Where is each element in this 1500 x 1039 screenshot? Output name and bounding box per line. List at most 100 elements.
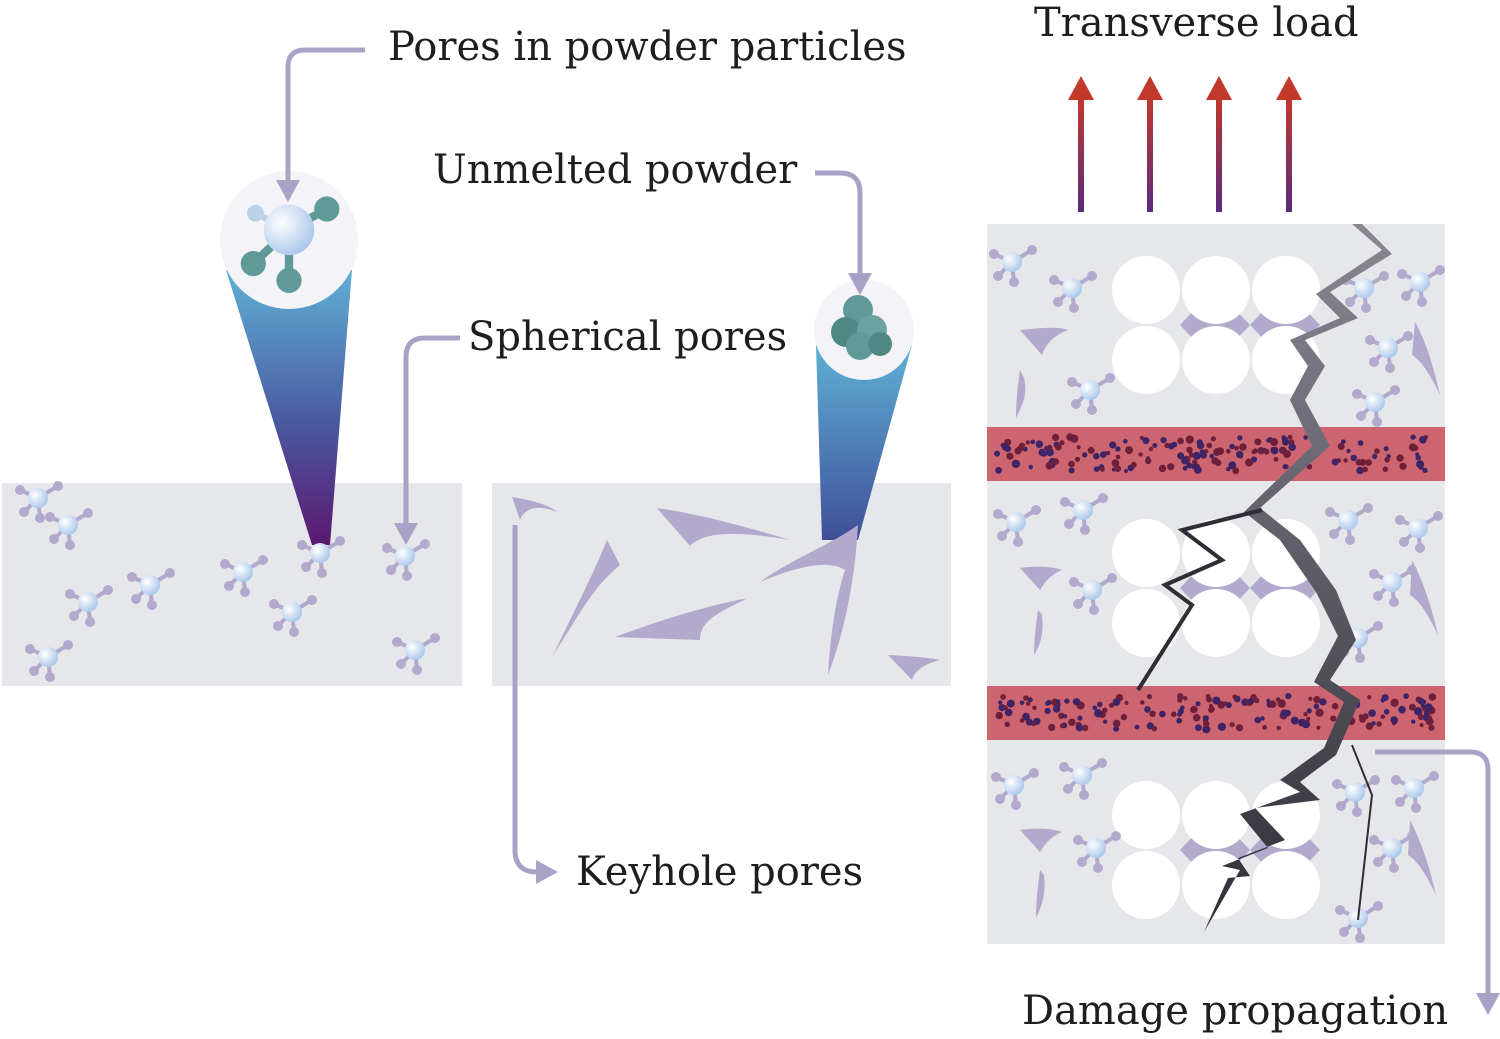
inclusion-dot	[1193, 714, 1201, 722]
inclusion-dot	[1225, 702, 1232, 709]
arrowhead-powder	[276, 180, 300, 202]
inclusion-dot	[1228, 461, 1237, 470]
inclusion-dot	[1149, 710, 1156, 717]
inclusion-dot	[1418, 698, 1425, 705]
inclusion-dot	[1284, 709, 1291, 717]
inclusion-dot	[1000, 443, 1006, 448]
inclusion-dot	[1365, 459, 1372, 466]
label-unmelted-powder: Unmelted powder	[433, 147, 798, 193]
inclusion-dot	[1038, 448, 1046, 457]
inclusion-dot	[1419, 723, 1424, 728]
inclusion-dot	[1206, 442, 1213, 449]
leader-arrow-unmelted	[815, 170, 863, 275]
inclusion-dot	[1102, 707, 1108, 713]
inclusion-dot	[1125, 446, 1134, 455]
inclusion-dot	[1420, 703, 1426, 708]
inclusion-dot	[1285, 693, 1292, 700]
inclusion-dot	[1109, 702, 1115, 708]
inclusion-dot	[1398, 705, 1406, 714]
panel-damage-propagation	[987, 76, 1500, 1015]
inclusion-dot	[1350, 454, 1357, 462]
zoom-cone-1	[226, 270, 352, 545]
inclusion-dot	[1052, 458, 1059, 465]
inclusion-dot	[1343, 458, 1348, 463]
inclusion-dot	[1072, 698, 1081, 706]
inclusion-dot	[1113, 725, 1120, 732]
panel-powder-pores	[2, 47, 462, 686]
inclusion-dot	[1092, 705, 1098, 711]
inclusion-dot	[1094, 709, 1103, 718]
inclusion-dot	[1130, 461, 1137, 468]
inclusion-dot	[1236, 450, 1244, 459]
inclusion-dot	[1055, 443, 1062, 451]
inclusion-dot	[1111, 459, 1120, 467]
inclusion-dot	[1362, 466, 1368, 473]
inclusion-dot	[1368, 709, 1376, 717]
inclusion-dot	[1383, 446, 1389, 452]
inclusion-dot	[1093, 466, 1100, 472]
inclusion-dot	[1068, 467, 1075, 474]
particle-cluster-middle	[1112, 519, 1320, 657]
inclusion-dot	[1019, 718, 1025, 723]
inclusion-dot	[1287, 434, 1293, 440]
inclusion-dot	[1266, 438, 1271, 443]
inclusion-dot	[1306, 716, 1311, 722]
inclusion-dot	[1192, 451, 1201, 460]
inclusion-dot	[1028, 464, 1034, 470]
inclusion-dot	[1316, 725, 1321, 730]
inclusion-dot	[1185, 435, 1194, 444]
inclusion-dot	[1075, 724, 1083, 732]
inclusion-dot	[1004, 721, 1010, 727]
inclusion-dot	[1290, 716, 1299, 725]
inclusion-dot	[1277, 699, 1286, 708]
inclusion-dot	[1103, 451, 1108, 456]
inclusion-dot	[998, 700, 1003, 705]
inclusion-dot	[1144, 706, 1151, 713]
inclusion-dot	[998, 704, 1006, 712]
inclusion-dot	[1097, 701, 1103, 708]
inclusion-dot	[1168, 442, 1175, 450]
inclusion-dot	[1254, 716, 1262, 724]
inclusion-dot	[1006, 699, 1015, 708]
inclusion-dot	[1192, 459, 1198, 465]
inclusion-dot	[1239, 443, 1247, 451]
inclusion-dot	[1372, 453, 1378, 459]
inclusion-dot	[1044, 707, 1051, 715]
inclusion-dot	[1331, 702, 1339, 710]
inclusion-dot	[1273, 456, 1279, 462]
inclusion-dot	[1196, 441, 1205, 450]
inclusion-dot	[1428, 693, 1437, 701]
inclusion-dot	[1262, 725, 1267, 730]
label-damage-propagation: Damage propagation	[1022, 988, 1448, 1034]
inclusion-dot	[1288, 443, 1296, 451]
inclusion-dot	[1313, 696, 1321, 704]
inclusion-dot	[1052, 433, 1060, 441]
inclusion-dot	[1066, 433, 1075, 441]
inclusion-dot	[1059, 723, 1065, 729]
inclusion-dot	[1374, 448, 1380, 454]
inclusion-dot	[1303, 435, 1308, 440]
crack-icon	[1204, 224, 1392, 932]
inclusion-dot	[1340, 439, 1346, 444]
inclusion-dot	[1330, 715, 1337, 722]
inclusion-dot	[1254, 438, 1262, 446]
inclusion-dot	[1417, 713, 1425, 721]
powder-cluster-icon	[831, 295, 892, 360]
inclusion-dot	[1146, 694, 1153, 700]
inclusion-dot	[1306, 708, 1312, 714]
inclusion-dot	[1214, 459, 1222, 467]
inclusion-dot	[1068, 718, 1076, 726]
inclusion-dot	[1396, 454, 1404, 462]
inclusion-dot	[1232, 694, 1237, 700]
inclusion-dot	[1068, 460, 1075, 468]
inclusion-dot	[1023, 695, 1029, 701]
inclusion-dot	[1279, 446, 1287, 454]
inclusion-dot	[1134, 724, 1140, 730]
inclusion-dot	[1234, 445, 1239, 451]
inclusion-dot	[1202, 715, 1209, 722]
arrowhead-spherical	[394, 523, 418, 545]
inclusion-dot	[1408, 443, 1417, 452]
inclusion-dot	[1114, 465, 1122, 472]
inclusion-dot	[1209, 706, 1215, 712]
inclusion-dot	[1282, 438, 1290, 446]
